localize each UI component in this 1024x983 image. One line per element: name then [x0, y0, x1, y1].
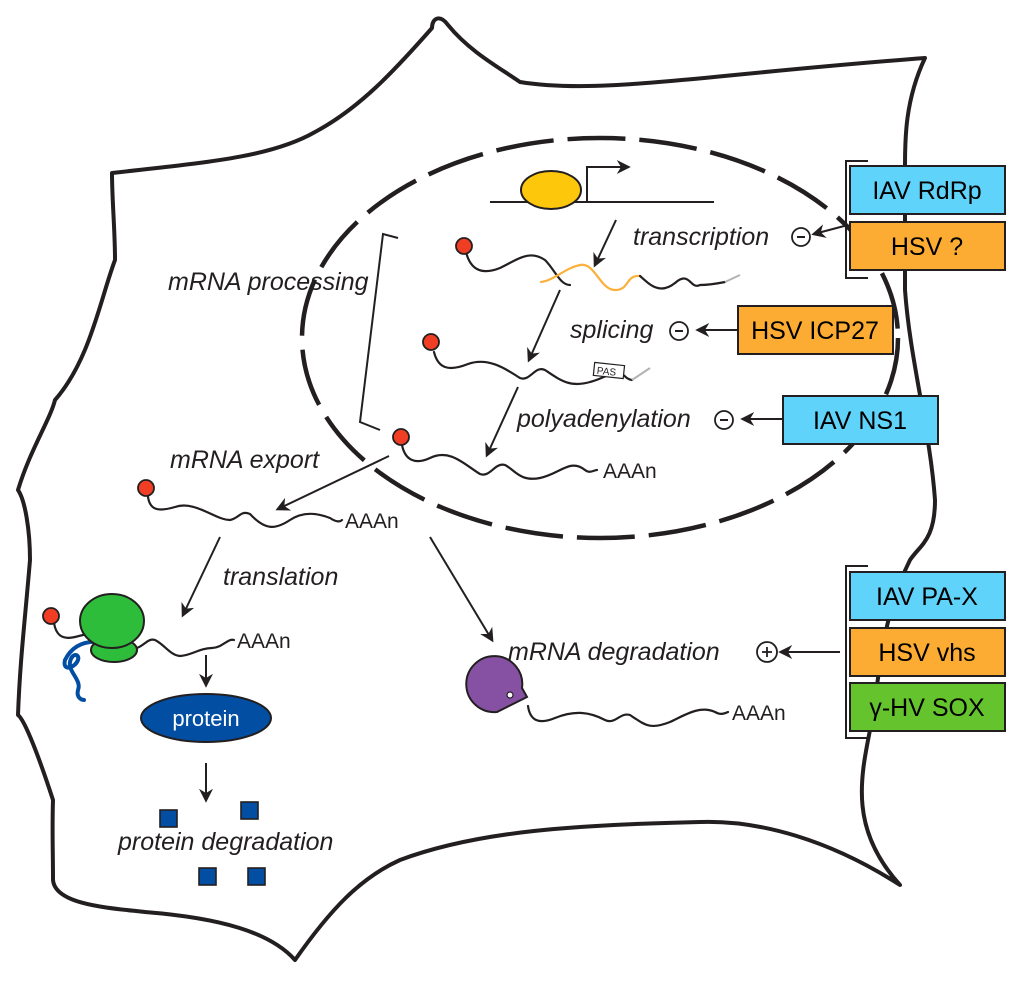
factor-hsv-unknown: HSV ? — [849, 221, 1006, 271]
degrading-mrna: AAAn — [465, 655, 786, 728]
protein: protein — [140, 693, 272, 743]
factor-hsv-icp27: HSV ICP27 — [737, 305, 894, 355]
svg-text:IAV RdRp: IAV RdRp — [872, 177, 981, 205]
mrna-cap — [42, 607, 60, 625]
mrna-degradation-arrow — [429, 536, 494, 643]
mrna-cap — [392, 428, 410, 446]
translation-label: translation — [223, 563, 338, 591]
transcription-factor-arrow — [811, 224, 849, 238]
factor-ghv-sox: γ-HV SOX — [849, 682, 1006, 732]
cytoplasmic-mrna: AAAn — [137, 479, 399, 533]
svg-text:IAV PA-X: IAV PA-X — [876, 583, 978, 611]
splicing-inhibit-icon — [669, 321, 689, 341]
mrna-cap — [455, 237, 473, 255]
transcription-inhibit-icon — [791, 227, 811, 247]
translation-arrow — [181, 536, 221, 618]
transcription-factors-bracket — [845, 160, 868, 279]
svg-text:γ-HV SOX: γ-HV SOX — [869, 694, 985, 722]
svg-text:HSV ICP27: HSV ICP27 — [751, 317, 879, 345]
polya-tail-label: AAAn — [603, 460, 657, 483]
degradation-factors-bracket — [845, 565, 868, 739]
polyadenylation-inhibit-icon — [714, 410, 734, 430]
polya-tail-label: AAAn — [237, 630, 291, 653]
mrna-degradation-promote-icon — [756, 641, 778, 663]
polyadenylation-arrow — [485, 386, 519, 458]
splicing-arrow — [527, 289, 561, 363]
svg-text:IAV NS1: IAV NS1 — [813, 407, 907, 435]
mrna-export-label: mRNA export — [170, 446, 320, 474]
polya-tail-label: AAAn — [345, 510, 399, 533]
protein-degradation-label: protein degradation — [117, 828, 333, 856]
pas-signal — [592, 361, 626, 380]
mrna-export-arrow — [275, 455, 390, 511]
factor-hsv-vhs: HSV vhs — [849, 627, 1006, 677]
gene-promoter — [490, 160, 714, 210]
spliced-mrna: PAS — [422, 333, 651, 386]
tss-arrow — [586, 160, 631, 202]
nascent-polypeptide — [62, 639, 102, 702]
splicing-label: splicing — [570, 316, 653, 344]
ribosome-large-subunit — [79, 593, 145, 649]
pre-mrna — [455, 237, 741, 292]
factor-iav-rdrp: IAV RdRp — [849, 165, 1006, 215]
svg-text:HSV vhs: HSV vhs — [878, 639, 975, 667]
ribosome-complex: AAAn — [42, 593, 291, 702]
processing-bracket — [358, 232, 399, 431]
pas-label: PAS — [596, 366, 617, 379]
cell-membrane — [16, 16, 937, 962]
svg-text:HSV ?: HSV ? — [891, 233, 963, 261]
factor-iav-pa-x: IAV PA-X — [849, 571, 1006, 621]
mature-mrna-nuclear: AAAn — [392, 428, 657, 483]
mrna-degradation-label: mRNA degradation — [508, 638, 720, 666]
transcription-arrow — [593, 219, 617, 268]
polya-tail-label: AAAn — [732, 702, 786, 725]
mrna-processing-label: mRNA processing — [168, 268, 369, 296]
polyadenylation-label: polyadenylation — [516, 405, 691, 433]
protein-label: protein — [172, 706, 239, 731]
nucleus — [299, 135, 901, 541]
factor-iav-ns1: IAV NS1 — [782, 395, 939, 445]
mrna-cap — [137, 479, 155, 497]
protein-fragments — [159, 801, 266, 886]
transcription-label: transcription — [633, 223, 769, 251]
promoter-factor — [520, 170, 582, 210]
mrna-cap — [422, 333, 440, 351]
